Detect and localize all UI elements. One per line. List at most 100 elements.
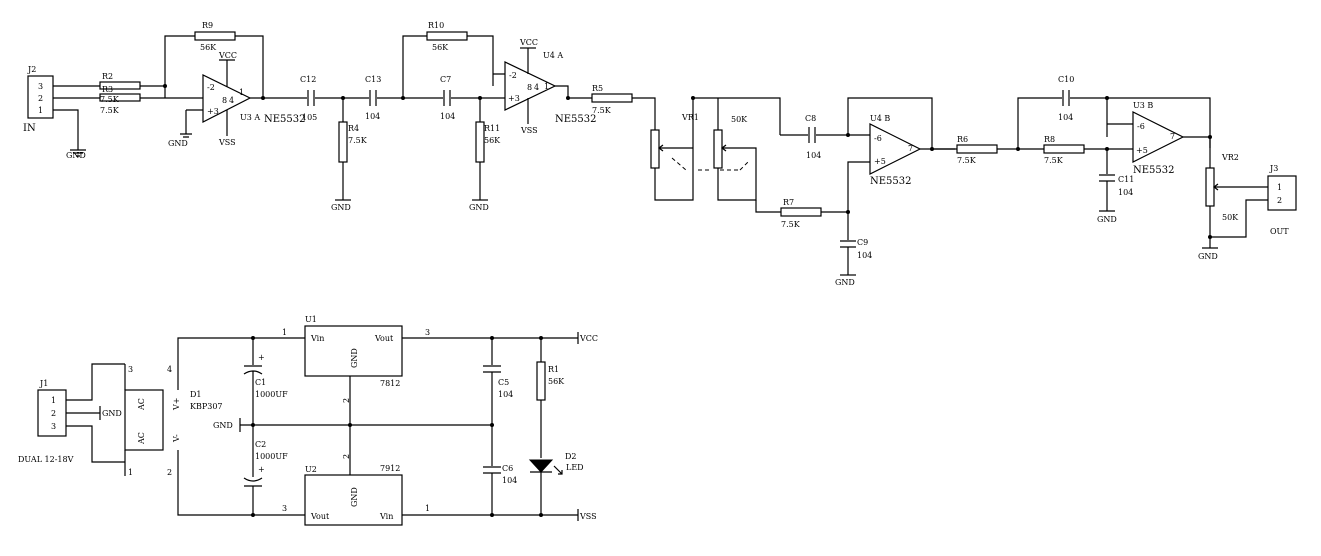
svg-text:GND: GND [469,203,489,212]
svg-text:7.5K: 7.5K [100,95,120,104]
svg-text:104: 104 [806,151,821,160]
svg-text:1000UF: 1000UF [255,390,288,399]
svg-text:R8: R8 [1044,135,1055,144]
svg-text:LED: LED [566,463,584,472]
svg-text:AC: AC [137,398,146,411]
svg-text:56K: 56K [200,43,217,52]
opamp-u3b: -6 +5 7 U3 B NE5532 [1132,101,1185,176]
j2-pin3: 3 [38,82,43,91]
svg-text:GND: GND [102,409,122,418]
svg-text:4: 4 [534,83,539,92]
svg-text:104: 104 [1118,188,1133,197]
opamp-u4b: -6 +5 7 U4 B NE5532 [869,114,922,187]
svg-text:Vout: Vout [310,512,330,521]
connector-j1: J1 1 2 3 DUAL 12-18V [18,379,74,464]
svg-text:GND: GND [350,348,359,368]
svg-text:2: 2 [342,398,351,403]
svg-text:-6: -6 [874,134,882,143]
opamp-u3a: -2 +3 8 4 1 U3 A VCC VSS NE5532 [202,51,306,147]
svg-text:R5: R5 [592,84,603,93]
svg-text:3: 3 [425,328,430,337]
svg-text:GND: GND [350,487,359,507]
svg-text:AC: AC [137,432,146,445]
svg-text:2: 2 [167,468,172,477]
resistor-r10 [426,31,468,41]
svg-text:C5: C5 [498,378,509,387]
svg-text:+5: +5 [874,157,886,166]
svg-text:C11: C11 [1118,175,1134,184]
svg-text:-2: -2 [207,83,215,92]
svg-text:VSS: VSS [579,512,597,521]
svg-text:1000UF: 1000UF [255,452,288,461]
svg-text:2: 2 [342,454,351,459]
svg-text:R11: R11 [484,124,500,133]
svg-text:1: 1 [425,504,430,513]
svg-text:1: 1 [51,396,56,405]
j2-pin1: 1 [38,106,43,115]
resistor-r11 [475,121,485,163]
svg-text:C2: C2 [255,440,266,449]
regulator-u2: U2 Vout Vin GND 7912 3 1 2 [282,454,430,526]
svg-text:+3: +3 [508,94,520,103]
svg-text:VCC: VCC [519,38,538,47]
svg-text:U3 A: U3 A [240,113,260,122]
svg-text:R9: R9 [202,21,213,30]
svg-text:R2: R2 [102,72,113,81]
svg-text:1: 1 [1277,183,1282,192]
connector-j3: J3 1 2 OUT [1267,164,1297,236]
svg-text:7: 7 [908,144,913,153]
svg-text:4: 4 [229,96,234,105]
svg-text:VCC: VCC [579,334,598,343]
svg-text:8: 8 [222,96,227,105]
svg-text:Vin: Vin [379,512,393,521]
svg-text:+: + [258,353,265,362]
svg-text:1: 1 [282,328,287,337]
svg-text:56K: 56K [548,377,565,386]
svg-text:R4: R4 [348,124,359,133]
svg-text:+3: +3 [207,107,219,116]
svg-text:-6: -6 [1137,122,1145,131]
svg-text:GND: GND [168,139,188,148]
svg-text:C10: C10 [1058,75,1074,84]
c12-label: C12 [300,75,316,84]
svg-text:VSS: VSS [218,138,236,147]
svg-text:7812: 7812 [380,379,400,388]
svg-text:104: 104 [440,112,455,121]
svg-text:GND: GND [1198,252,1218,261]
svg-text:104: 104 [1058,113,1073,122]
svg-text:R6: R6 [957,135,968,144]
svg-text:NE5532: NE5532 [870,176,912,187]
svg-text:J3: J3 [1269,164,1278,173]
svg-text:V-: V- [172,434,181,443]
svg-text:56K: 56K [432,43,449,52]
svg-text:7.5K: 7.5K [100,106,120,115]
svg-text:7.5K: 7.5K [781,220,801,229]
resistor-r1 [536,361,546,401]
resistor-r4 [338,121,348,163]
svg-text:C6: C6 [502,464,513,473]
bridge-rectifier-d1: AC AC V+ V- D1 KBP307 3 4 1 2 [124,365,223,477]
svg-text:VCC: VCC [218,51,237,60]
connector-j2: J2 3 2 1 IN [23,65,54,134]
svg-text:D1: D1 [190,390,202,399]
svg-text:104: 104 [857,251,872,260]
j2-label: J2 [27,65,36,74]
resistor-r9: R9 56K [194,21,236,52]
svg-text:3: 3 [51,422,56,431]
svg-text:DUAL 12-18V: DUAL 12-18V [18,455,74,464]
potentiometer-vr2: VR2 50K [1205,153,1268,237]
svg-text:R3: R3 [102,85,113,94]
svg-text:7912: 7912 [380,464,400,473]
svg-text:NE5532: NE5532 [264,114,306,125]
svg-text:GND: GND [213,421,233,430]
svg-text:VR1: VR1 [681,113,699,122]
svg-text:C7: C7 [440,75,451,84]
svg-text:104: 104 [365,112,380,121]
in-label: IN [23,123,36,134]
svg-text:105: 105 [302,113,317,122]
svg-text:J1: J1 [39,379,48,388]
svg-text:7.5K: 7.5K [1044,156,1064,165]
svg-text:OUT: OUT [1270,227,1289,236]
